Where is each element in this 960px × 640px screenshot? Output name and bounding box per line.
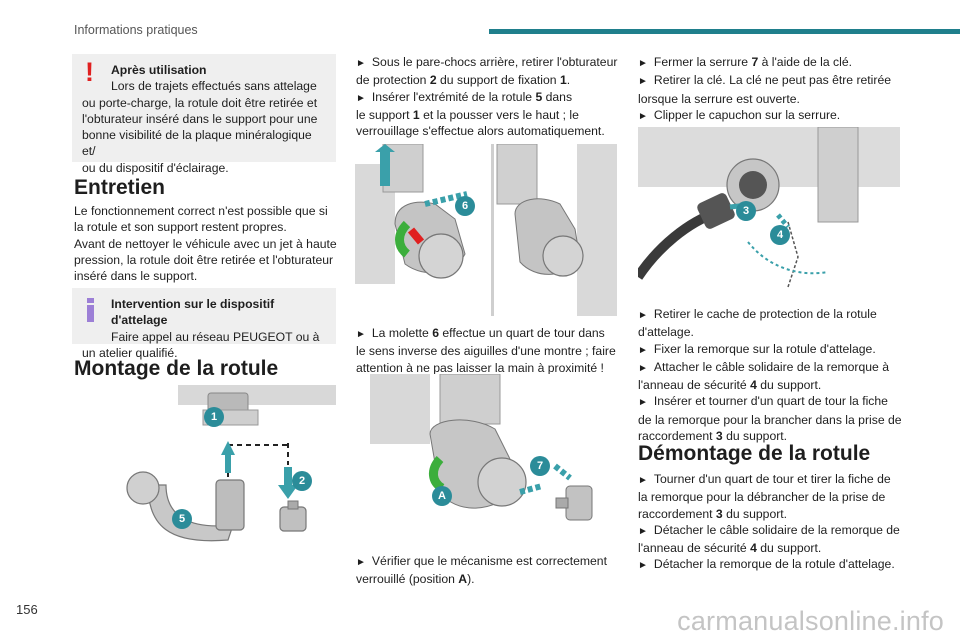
step-line: ►Fixer la remorque sur la rotule d'attel…	[638, 341, 876, 356]
entretien-line: Avant de nettoyer le véhicule avec un je…	[74, 236, 337, 251]
step-line: ►Détacher la remorque de la rotule d'att…	[638, 557, 895, 572]
entretien-text: Le fonctionnement correct n'est possible…	[74, 203, 338, 284]
callout-badge-7: 7	[530, 456, 550, 476]
col3-steps-bottom: ►Tourner d'un quart de tour et tirer la …	[638, 471, 902, 575]
step-marker: ►	[638, 58, 648, 69]
header-accent-bar	[489, 29, 960, 34]
callout-badge-a: A	[432, 486, 452, 506]
callout-badge-2: 2	[292, 471, 312, 491]
step-line: ►La molette 6 effectue un quart de tour …	[356, 326, 605, 340]
warning-line: ou porte-charge, la rotule doit être ret…	[82, 95, 318, 110]
step-marker: ►	[638, 110, 648, 122]
step-line: verrouillé (position A).	[356, 572, 475, 587]
lock-position-illustration: 7 A	[370, 374, 618, 539]
step-line: de protection 2 du support de fixation 1…	[356, 73, 571, 88]
socket-cable-illustration: 3 4	[638, 127, 900, 299]
montage-illustration: 1 2 5	[108, 385, 336, 557]
warning-line: Lors de trajets effectués sans attelage	[111, 79, 317, 94]
entretien-line: Le fonctionnement correct n'est possible…	[74, 204, 328, 218]
info-line: Faire appel au réseau PEUGEOT ou à	[111, 329, 320, 344]
montage-heading: Montage de la rotule	[74, 357, 279, 380]
col2-steps-top: ►Sous le pare-chocs arrière, retirer l'o…	[356, 54, 618, 139]
col2-steps-mid: ►La molette 6 effectue un quart de tour …	[356, 325, 618, 376]
step-line: l'anneau de sécurité 4 du support.	[638, 378, 822, 393]
step-line: ►Attacher le câble solidaire de la remor…	[638, 359, 889, 374]
warning-box: ! Après utilisation Lors de trajets effe…	[72, 54, 336, 175]
step-marker: ►	[638, 344, 648, 356]
entretien-heading: Entretien	[74, 176, 166, 199]
step-line: ►Insérer et tourner d'un quart de tour l…	[638, 394, 888, 409]
step-marker: ►	[356, 329, 366, 340]
step-marker: ►	[638, 525, 648, 537]
step-line: attention à ne pas laisser la main à pro…	[356, 360, 604, 375]
warning-line: ou du dispositif d'éclairage.	[82, 160, 229, 175]
info-title: Intervention sur le dispositif d'attelag…	[111, 297, 275, 328]
warning-icon: !	[85, 57, 94, 87]
step-line: l'anneau de sécurité 4 du support.	[638, 541, 822, 556]
step-line: ►Retirer le cache de protection de la ro…	[638, 307, 877, 321]
watermark: carmanualsonline.info	[677, 606, 944, 636]
warning-line: bonne visibilité de la plaque minéralogi…	[82, 128, 312, 159]
step-marker: ►	[356, 58, 366, 69]
step-line: raccordement 3 du support.	[638, 429, 788, 444]
knob-rotation-illustration: 6	[355, 144, 617, 316]
info-icon	[87, 298, 94, 322]
step-line: ►Détacher le câble solidaire de la remor…	[638, 522, 900, 537]
step-line: ►Vérifier que le mécanisme est correctem…	[356, 554, 607, 568]
step-marker: ►	[356, 92, 366, 104]
header-title: Informations pratiques	[74, 23, 198, 37]
step-line: la remorque pour la débrancher de la pri…	[638, 490, 886, 505]
step-marker: ►	[356, 557, 366, 568]
callout-badge-1: 1	[204, 407, 224, 427]
info-line: un atelier qualifié.	[82, 345, 178, 360]
callout-badge-5: 5	[172, 509, 192, 529]
step-marker: ►	[638, 560, 648, 572]
col3-steps-top: ►Fermer la serrure 7 à l'aide de la clé.…	[638, 54, 902, 125]
step-marker: ►	[638, 397, 648, 409]
callout-badge-4: 4	[770, 225, 790, 245]
step-marker: ►	[638, 362, 648, 374]
step-line: ►Sous le pare-chocs arrière, retirer l'o…	[356, 55, 618, 69]
entretien-line: pression, la rotule doit être retirée et…	[74, 252, 334, 267]
step-line: lorsque la serrure est ouverte.	[638, 91, 800, 106]
warning-line: l'obturateur inséré dans le support pour…	[82, 111, 318, 126]
step-marker: ►	[638, 76, 648, 88]
step-line: ►Clipper le capuchon sur la serrure.	[638, 107, 841, 122]
step-line: ►Retirer la clé. La clé ne peut pas être…	[638, 73, 892, 88]
callout-badge-3: 3	[736, 201, 756, 221]
step-marker: ►	[638, 310, 648, 321]
entretien-line: inséré dans le support.	[74, 269, 198, 284]
step-line: de la remorque pour la brancher dans la …	[638, 412, 902, 427]
callout-badge-6: 6	[455, 196, 475, 216]
info-box: Intervention sur le dispositif d'attelag…	[72, 288, 336, 360]
socket-cable-diagram	[638, 127, 900, 299]
step-line: le support 1 et la pousser vers le haut …	[356, 107, 579, 122]
lock-position-diagram	[370, 374, 618, 539]
step-line: raccordement 3 du support.	[638, 506, 788, 521]
page-number: 156	[16, 602, 38, 617]
col2-steps-bottom: ►Vérifier que le mécanisme est correctem…	[356, 553, 618, 588]
col3-steps-mid: ►Retirer le cache de protection de la ro…	[638, 306, 902, 444]
step-marker: ►	[638, 475, 648, 486]
knob-rotation-diagram	[355, 144, 617, 316]
step-line: le sens inverse des aiguilles d'une mont…	[356, 344, 616, 359]
demontage-heading: Démontage de la rotule	[638, 442, 871, 465]
step-line: ►Insérer l'extrémité de la rotule 5 dans	[356, 89, 573, 104]
warning-title: Après utilisation	[111, 63, 207, 77]
entretien-line: la rotule et son support restent propres…	[74, 220, 287, 235]
step-line: d'attelage.	[638, 325, 694, 340]
step-line: ►Fermer la serrure 7 à l'aide de la clé.	[638, 55, 853, 69]
step-line: ►Tourner d'un quart de tour et tirer la …	[638, 472, 891, 486]
step-line: verrouillage s'effectue alors automatiqu…	[356, 124, 605, 139]
